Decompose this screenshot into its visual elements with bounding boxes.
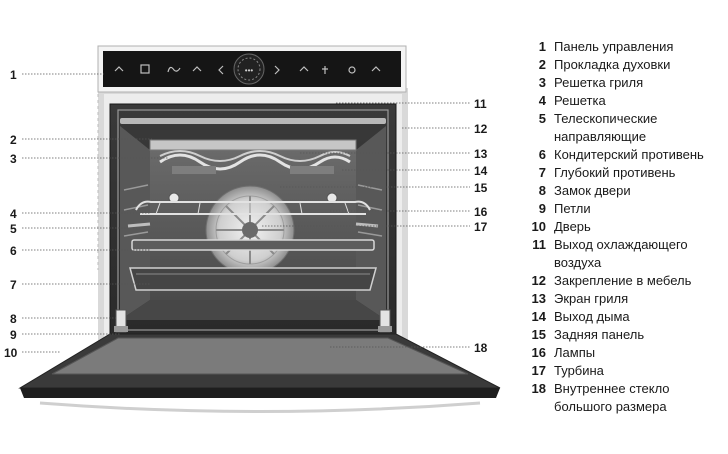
control-panel: ••• — [97, 45, 407, 93]
legend-text: Петли — [554, 201, 591, 216]
wire-rack — [135, 200, 371, 215]
legend-number: 8 — [538, 183, 546, 198]
legend-item: 8 Замок двери — [522, 182, 726, 200]
legend-item: 9 Петли — [522, 200, 726, 218]
callout-10: 10 — [4, 346, 18, 360]
legend-text: Замок двери — [554, 183, 631, 198]
legend-number: 16 — [531, 345, 546, 360]
legend-number: 9 — [538, 201, 546, 216]
legend-item: 12 Закрепление в мебель — [522, 272, 726, 290]
legend-number: 6 — [538, 147, 546, 162]
legend-item: 2 Прокладка духовки — [522, 56, 726, 74]
legend-item: 11 Выход охлаждающего воздуха — [522, 236, 726, 272]
callout-6: 6 — [10, 244, 17, 258]
lamps — [168, 192, 338, 204]
callout-4: 4 — [10, 207, 17, 221]
legend-text: Решетка гриля — [554, 75, 644, 90]
legend-text: Кондитерский противень — [554, 147, 704, 162]
callout-16: 16 — [474, 205, 488, 219]
legend-text: Дверь — [554, 219, 591, 234]
legend-text: Внутреннее стекло большого размера — [554, 381, 670, 414]
door-hinges — [114, 309, 392, 333]
legend-text: Прокладка духовки — [554, 57, 671, 72]
callout-13: 13 — [474, 147, 488, 161]
turbine — [205, 185, 295, 275]
legend-text: Лампы — [554, 345, 596, 360]
callout-11: 11 — [474, 97, 487, 111]
legend-item: 10 Дверь — [522, 218, 726, 236]
legend-item: 3 Решетка гриля — [522, 74, 726, 92]
leader-lines — [22, 73, 470, 353]
legend-text: Турбина — [554, 363, 604, 378]
pastry-tray — [131, 239, 375, 251]
legend-number: 15 — [531, 327, 546, 342]
legend-text: Выход дыма — [554, 309, 630, 324]
callout-18: 18 — [474, 341, 488, 355]
legend-text: Телескопические направляющие — [554, 111, 658, 144]
legend-text: Панель управления — [554, 39, 674, 54]
legend-item: 15 Задняя панель — [522, 326, 726, 344]
legend-text: Решетка — [554, 93, 606, 108]
svg-text:•••: ••• — [245, 66, 254, 75]
legend-item: 6 Кондитерский противень — [522, 146, 726, 164]
legend-text: Закрепление в мебель — [554, 273, 692, 288]
legend-text: Выход охлаждающего воздуха — [554, 237, 688, 270]
legend-item: 1 Панель управления — [522, 38, 726, 56]
legend-number: 13 — [531, 291, 546, 306]
legend-item: 5 Телескопические направляющие — [522, 110, 726, 146]
legend-item: 16 Лампы — [522, 344, 726, 362]
legend-item: 14 Выход дыма — [522, 308, 726, 326]
legend-item: 17 Турбина — [522, 362, 726, 380]
legend-text: Задняя панель — [554, 327, 645, 342]
legend-number: 12 — [531, 273, 546, 288]
callout-3: 3 — [10, 152, 17, 166]
deep-tray — [129, 267, 377, 291]
legend-number: 2 — [538, 57, 546, 72]
legend-number: 4 — [538, 93, 546, 108]
callout-14: 14 — [474, 164, 488, 178]
legend-item: 18 Внутреннее стекло большого размера — [522, 380, 726, 416]
legend-number: 17 — [531, 363, 546, 378]
legend-number: 18 — [531, 381, 546, 396]
grill-assembly — [149, 139, 357, 174]
legend-number: 5 — [538, 111, 546, 126]
callout-12: 12 — [474, 122, 488, 136]
legend-number: 14 — [531, 309, 546, 324]
callout-numbers: 1 2 3 4 5 6 7 8 9 10 11 12 13 14 15 16 1… — [4, 68, 488, 360]
legend-text: Глубокий противень — [554, 165, 676, 180]
callout-1: 1 — [10, 68, 17, 82]
legend-text: Экран гриля — [554, 291, 629, 306]
legend-item: 13 Экран гриля — [522, 290, 726, 308]
callout-5: 5 — [10, 222, 17, 236]
legend-item: 7 Глубокий противень — [522, 164, 726, 182]
callout-15: 15 — [474, 181, 488, 195]
legend-item: 4 Решетка — [522, 92, 726, 110]
oven-door — [18, 333, 501, 413]
callout-2: 2 — [10, 133, 17, 147]
callout-8: 8 — [10, 312, 17, 326]
callout-17: 17 — [474, 220, 488, 234]
callout-7: 7 — [10, 278, 17, 292]
legend-number: 10 — [531, 219, 546, 234]
legend-number: 11 — [532, 237, 546, 252]
legend-number: 7 — [538, 165, 546, 180]
legend-number: 3 — [538, 75, 546, 90]
legend-number: 1 — [538, 39, 546, 54]
callout-9: 9 — [10, 328, 17, 342]
